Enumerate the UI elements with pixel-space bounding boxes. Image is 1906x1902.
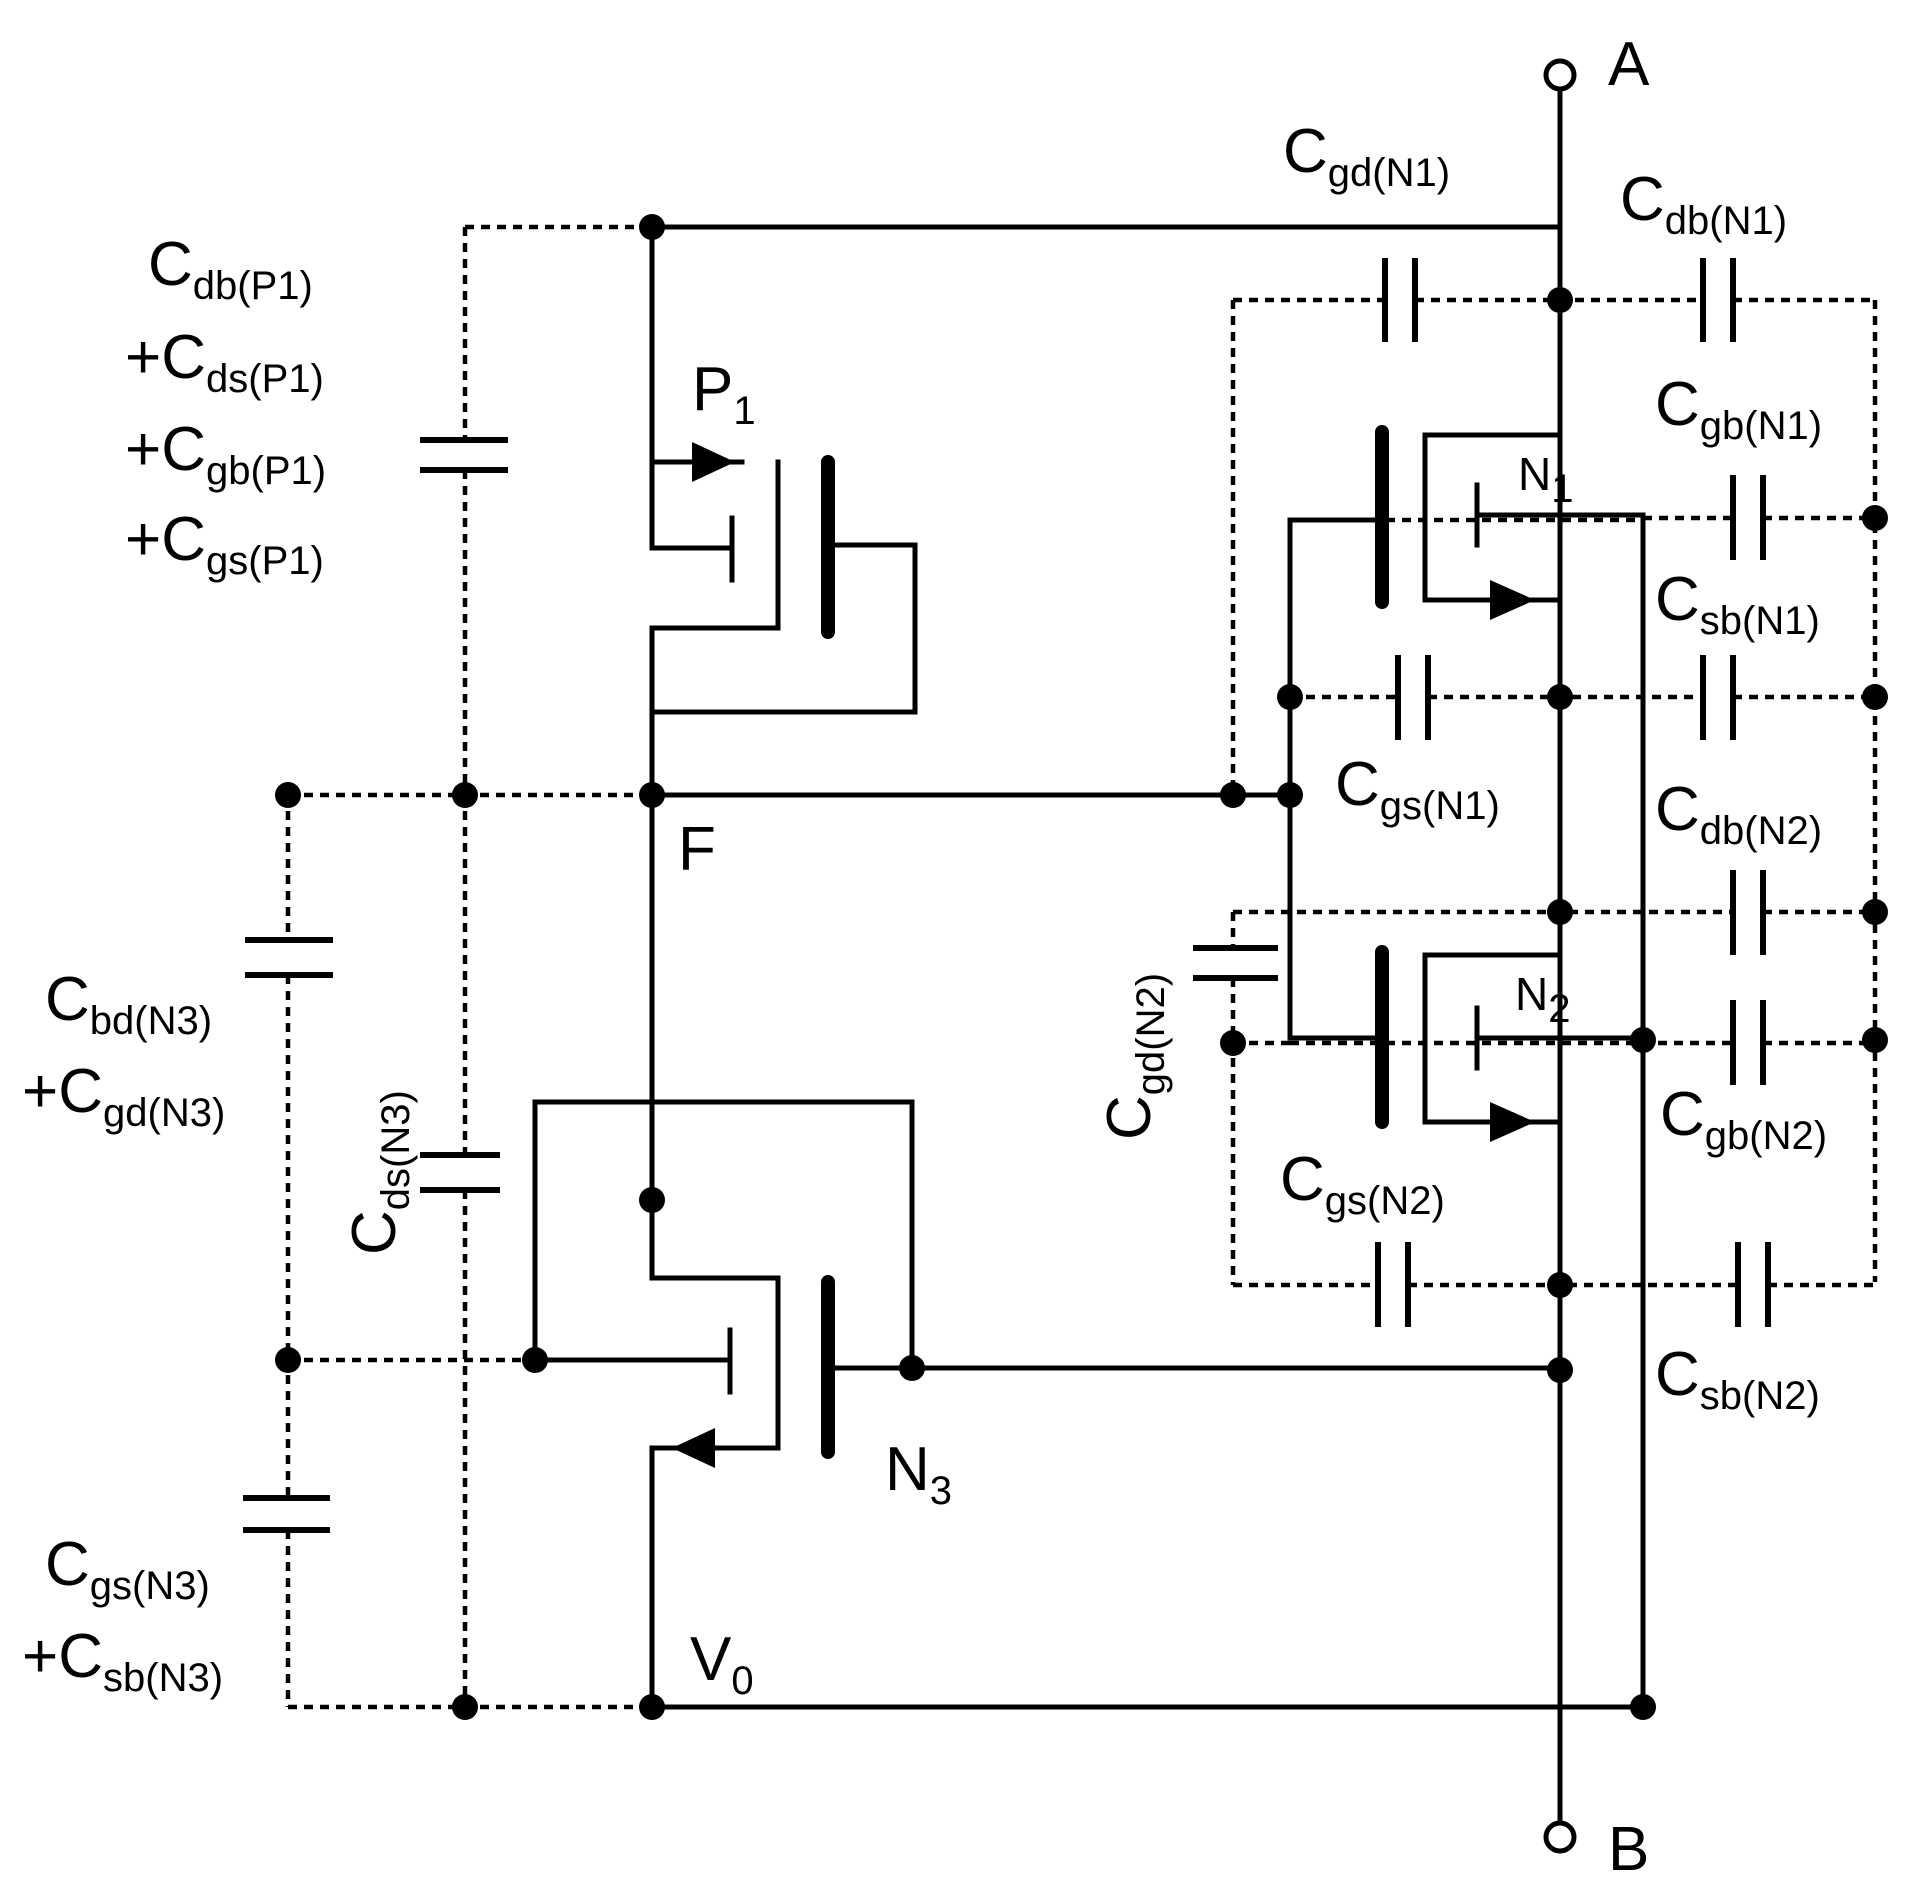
junction-dot-v0	[639, 1694, 665, 1720]
junction-dot	[1277, 782, 1303, 808]
junction-dot	[1220, 1030, 1246, 1056]
junction-dot	[452, 1694, 478, 1720]
node-v0-label: V0	[690, 1625, 754, 1703]
cap-label-cdb-n2: Cdb(N2)	[1655, 775, 1822, 853]
terminal-b	[1543, 1820, 1577, 1854]
junction-dot	[1547, 287, 1573, 313]
junction-dot	[1547, 1357, 1573, 1383]
junction-dot	[1862, 505, 1888, 531]
junction-dots	[275, 214, 1888, 1720]
junction-dot	[1862, 899, 1888, 925]
n2-source-arrow	[1490, 1102, 1535, 1142]
cap-label-cgb-p1: +Cgb(P1)	[125, 415, 326, 493]
junction-dot	[1277, 684, 1303, 710]
cap-label-csb-n3: +Csb(N3)	[22, 1622, 223, 1700]
n3-source-arrow	[672, 1428, 715, 1468]
junction-dot	[1547, 1272, 1573, 1298]
labels: A B F V0 P1 N3 N1 N2 Cdb(P1) +Cds(P1) +C…	[22, 30, 1827, 1884]
cap-label-cbd-n3: Cbd(N3)	[45, 965, 212, 1043]
junction-dot	[1547, 899, 1573, 925]
cap-label-csb-n2: Csb(N2)	[1655, 1340, 1820, 1418]
junction-dot	[1630, 1694, 1656, 1720]
junction-dot	[1220, 782, 1246, 808]
cap-label-cds-p1: +Cds(P1)	[125, 323, 324, 401]
terminal-a	[1543, 58, 1577, 92]
junction-dot	[1862, 1027, 1888, 1053]
cap-label-cdb-n1: Cdb(N1)	[1620, 165, 1787, 243]
junction-dot	[522, 1347, 548, 1373]
junction-dot	[639, 1187, 665, 1213]
cap-label-cgd-n2: Cgd(N2)	[1095, 973, 1173, 1140]
dashed-wires	[285, 224, 1878, 1710]
n1-source-arrow	[1490, 580, 1535, 620]
junction-dot	[1630, 1027, 1656, 1053]
junction-dot	[452, 782, 478, 808]
gate-bars	[821, 425, 1389, 1459]
node-f-label: F	[678, 815, 716, 884]
cap-label-cgb-n1: Cgb(N1)	[1655, 370, 1822, 448]
junction-dot-f	[639, 782, 665, 808]
transistor-n1-label: N1	[1518, 448, 1573, 511]
arrows	[672, 442, 1535, 1468]
junction-dot	[1547, 684, 1573, 710]
cap-label-cgs-n2: Cgs(N2)	[1280, 1145, 1445, 1223]
solid-wires	[532, 79, 1646, 1833]
cap-label-cgs-n3: Cgs(N3)	[45, 1530, 210, 1608]
junction-dot	[275, 1347, 301, 1373]
cap-label-cdb-p1: Cdb(P1)	[148, 230, 313, 308]
terminal-a-label: A	[1608, 30, 1650, 99]
cap-label-cgd-n3: +Cgd(N3)	[22, 1057, 225, 1135]
transistor-n2-label: N2	[1515, 968, 1570, 1031]
capacitor-plates	[243, 258, 1771, 1533]
transistor-n3-label: N3	[885, 1435, 952, 1513]
cap-label-cgd-n1: Cgd(N1)	[1283, 117, 1450, 195]
junction-dot	[1862, 684, 1888, 710]
junction-dot	[899, 1355, 925, 1381]
terminal-b-label: B	[1608, 1815, 1649, 1884]
junction-dot	[639, 214, 665, 240]
cap-label-cds-n3: Cds(N3)	[340, 1090, 418, 1255]
terminals	[1543, 58, 1577, 1854]
cap-label-csb-n1: Csb(N1)	[1655, 565, 1820, 643]
p1-source-arrow	[692, 442, 735, 482]
junction-dot	[275, 782, 301, 808]
cap-label-cgs-n1: Cgs(N1)	[1335, 750, 1500, 828]
cap-label-cgb-n2: Cgb(N2)	[1660, 1080, 1827, 1158]
transistor-p1-label: P1	[692, 355, 756, 433]
cap-label-cgs-p1: +Cgs(P1)	[125, 505, 324, 583]
